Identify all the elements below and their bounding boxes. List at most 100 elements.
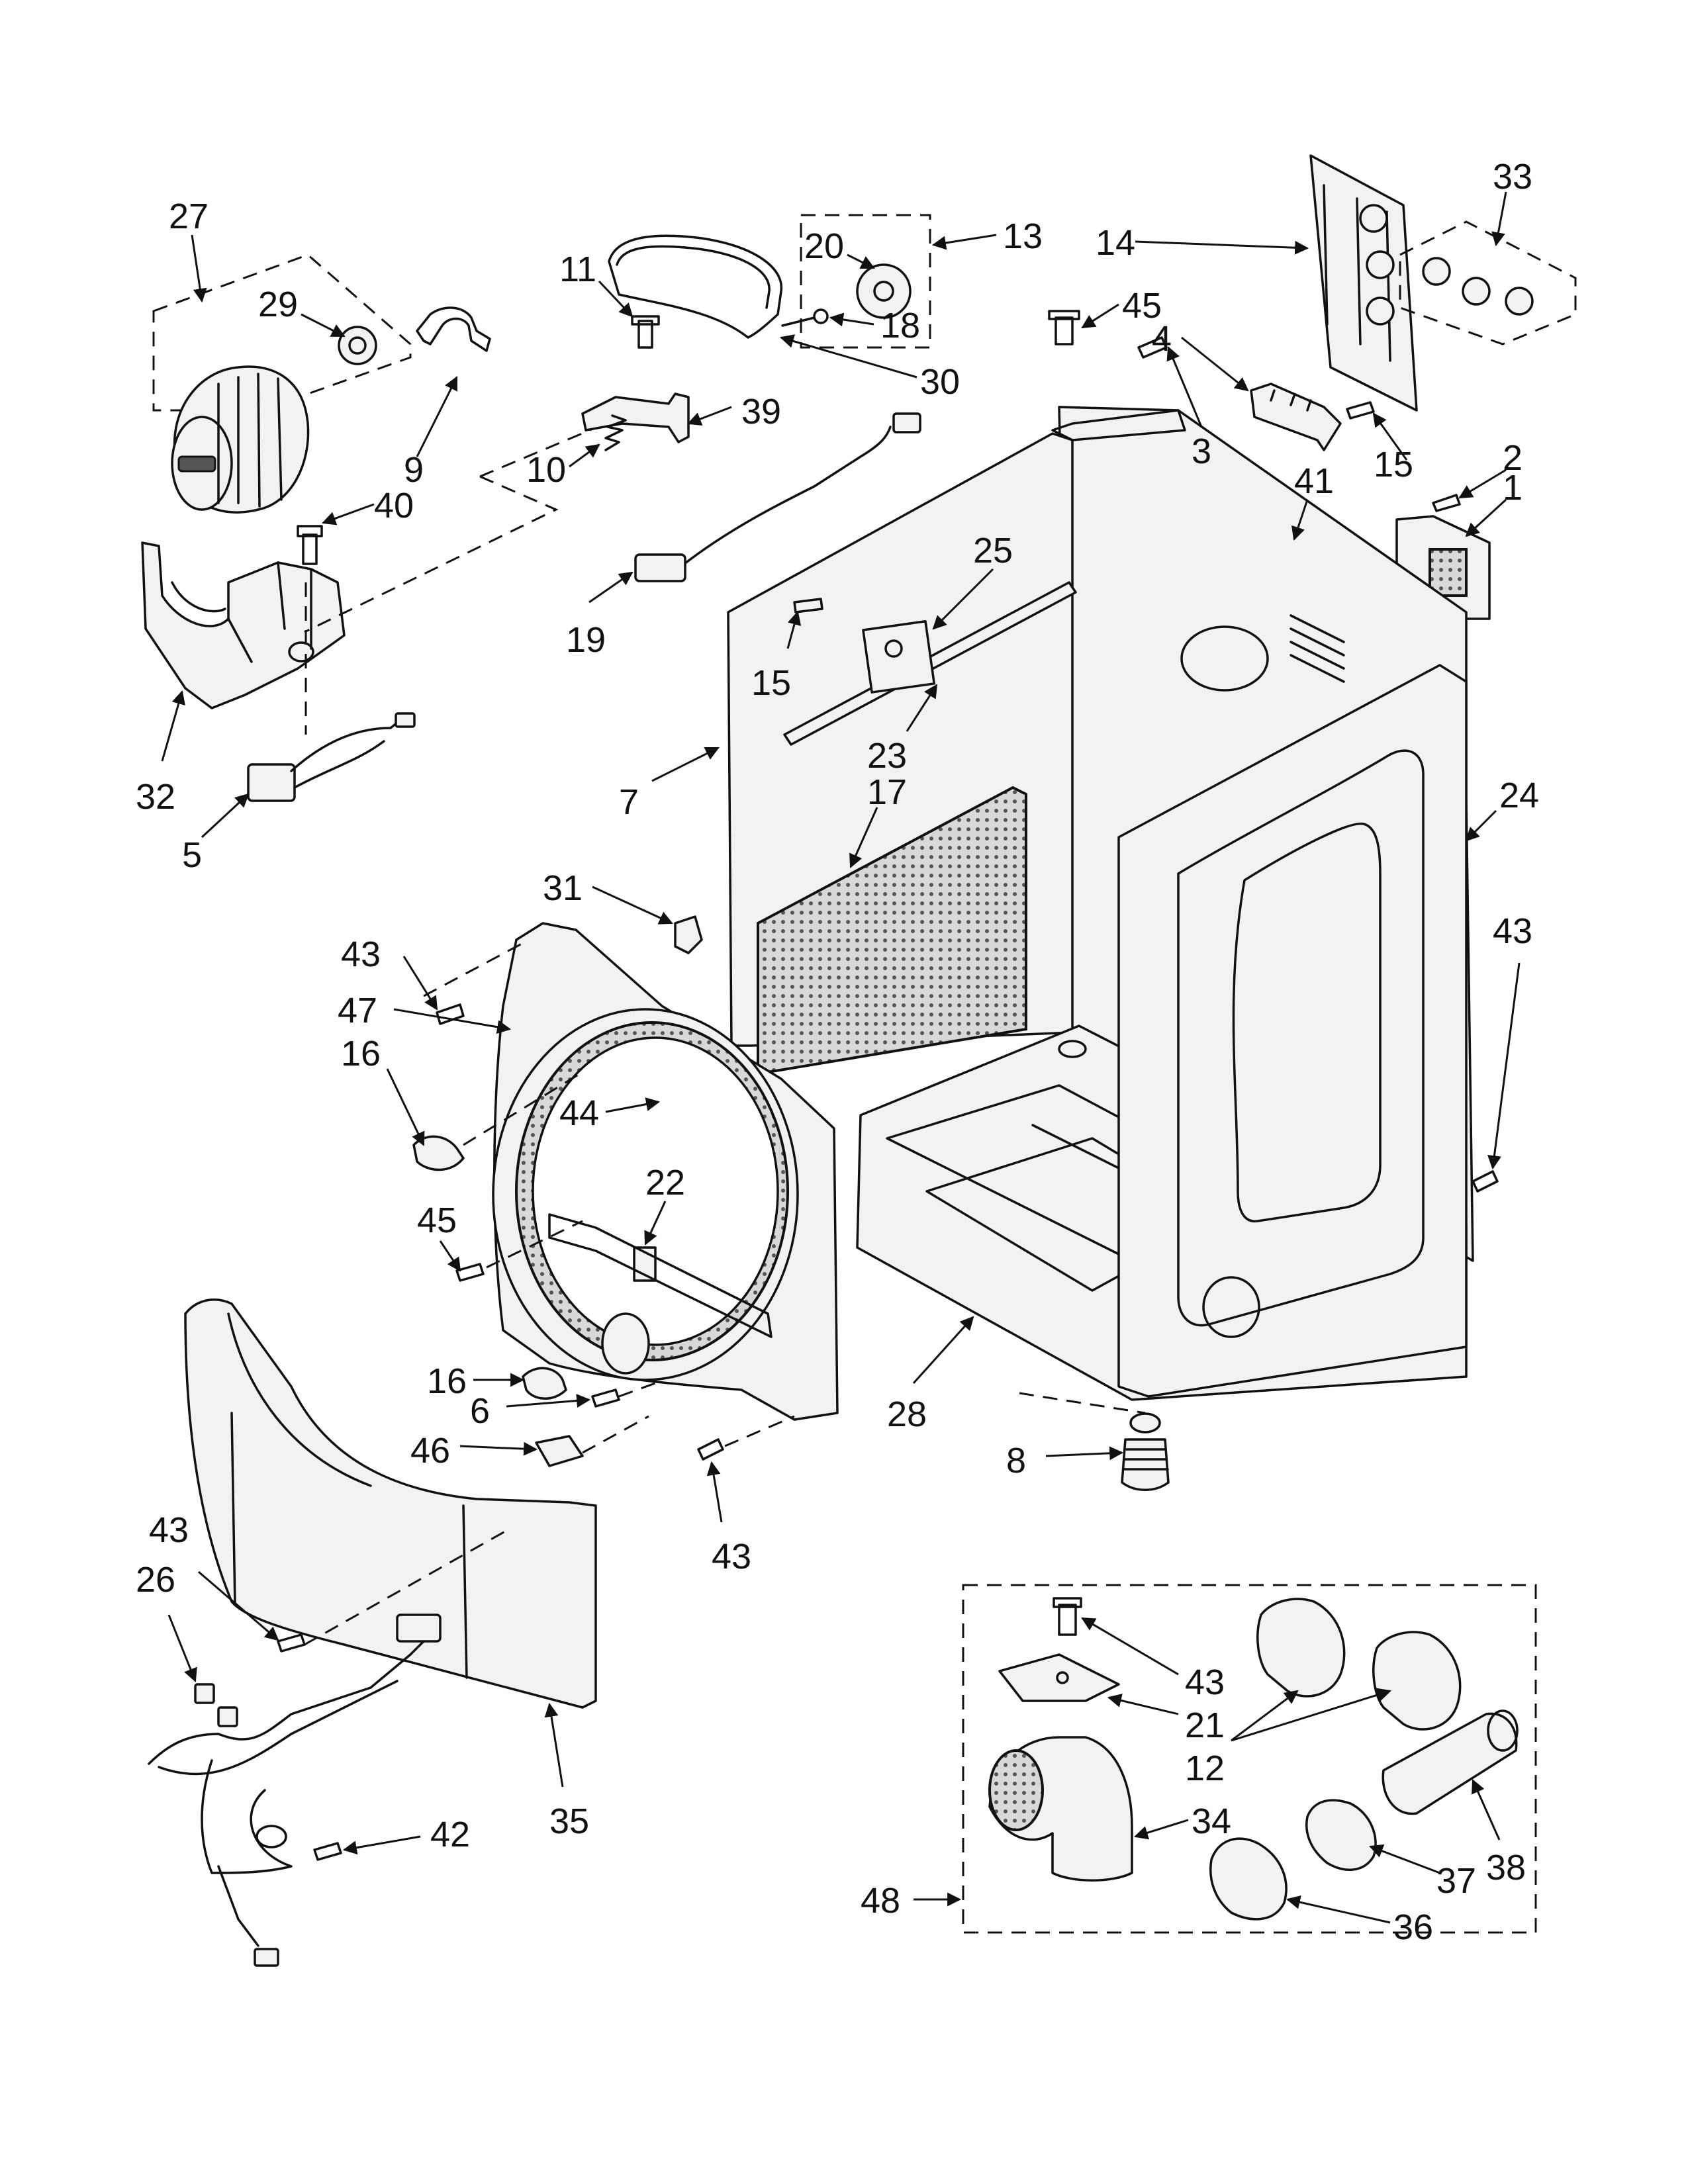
knob-kit-dashed-outline — [1399, 220, 1577, 345]
front-panel-bottom-screw — [591, 1388, 620, 1408]
callout-43e: 43 — [1185, 1662, 1225, 1702]
callout-20: 20 — [804, 226, 844, 266]
leader-10 — [569, 443, 600, 468]
rear-cover-screw — [1432, 494, 1461, 512]
leader-16a — [386, 1068, 425, 1146]
leader-24 — [1465, 809, 1497, 842]
lint-duct-clip — [674, 915, 703, 954]
callout-42: 42 — [430, 1815, 470, 1854]
callout-46: 46 — [410, 1431, 450, 1471]
top-bracket — [1250, 383, 1342, 451]
leader-12a — [1231, 1690, 1299, 1742]
motor-mount-bolt — [297, 525, 323, 565]
exhaust-clamp — [1209, 1837, 1288, 1921]
front-panel-group — [412, 922, 1146, 1467]
cabinet-rear-vent-slots — [1289, 614, 1345, 683]
wiring-harness-group — [148, 1614, 442, 1967]
callout-30: 30 — [920, 362, 960, 402]
motor-to-idler-dashed-line — [304, 422, 606, 633]
leader-45a — [1081, 303, 1119, 329]
callout-43c: 43 — [712, 1537, 751, 1576]
callout-45a: 45 — [1122, 286, 1162, 326]
front-panel-lower-bar — [548, 1213, 773, 1338]
front-panel-door-opening — [532, 1036, 779, 1346]
idler-washer — [813, 308, 829, 324]
callout-28: 28 — [887, 1394, 927, 1434]
leader-18 — [829, 312, 874, 327]
leader-37 — [1369, 1844, 1440, 1874]
exhaust-kit-group — [962, 1584, 1537, 1934]
leader-23 — [906, 684, 938, 732]
toe-panel — [184, 1298, 597, 1709]
knob-insert-2 — [1462, 277, 1491, 306]
exhaust-hood-1 — [1256, 1598, 1346, 1698]
callout-41: 41 — [1294, 461, 1334, 501]
callout-8: 8 — [1006, 1441, 1026, 1480]
motor-switch-group — [247, 712, 416, 802]
callout-labels: 27 29 9 40 32 5 11 10 39 30 20 18 13 19 … — [136, 157, 1539, 1947]
front-panel-clip-1 — [412, 1135, 465, 1171]
leader-45b — [439, 1240, 461, 1272]
drive-motor-fins — [217, 373, 283, 508]
right-side-screw — [1472, 1170, 1499, 1193]
leader-8 — [1045, 1446, 1124, 1461]
leveling-leg-top — [1129, 1412, 1161, 1433]
callout-40: 40 — [374, 486, 414, 525]
callout-24: 24 — [1499, 776, 1539, 815]
leader-12b — [1231, 1688, 1392, 1742]
callout-4: 4 — [1152, 319, 1172, 359]
idler-pulley-kit-group — [781, 214, 931, 349]
leader-40 — [322, 503, 375, 525]
callout-38: 38 — [1486, 1848, 1526, 1888]
leader-47 — [393, 1008, 512, 1034]
motor-mount-group — [141, 525, 346, 709]
leader-21 — [1107, 1694, 1179, 1715]
leader-43c — [706, 1461, 723, 1523]
leader-15a — [1372, 412, 1408, 461]
drum-glide — [601, 1312, 650, 1375]
motor-kit-group — [152, 253, 491, 514]
leader-36 — [1286, 1895, 1391, 1924]
motor-mount-bracket — [141, 541, 346, 709]
cabinet-rear-duct-opening — [1180, 625, 1269, 692]
cabinet-right-side-emboss-outer — [1177, 749, 1425, 1327]
motor-pulley — [338, 326, 377, 365]
callout-44: 44 — [559, 1093, 599, 1133]
leader-4 — [1181, 336, 1249, 392]
toe-panel-dashed-line — [304, 1527, 510, 1646]
idler-pulley-kit-dashed-outline — [800, 214, 931, 349]
callout-9: 9 — [404, 450, 424, 490]
callout-12: 12 — [1185, 1749, 1225, 1788]
exhaust-coupling — [1305, 1799, 1377, 1871]
exhaust-cover-screw — [1053, 1597, 1082, 1636]
callout-23: 23 — [867, 736, 907, 776]
front-panel-hinge-bracket — [535, 1435, 584, 1467]
callout-43b: 43 — [341, 934, 381, 974]
cabinet-top-rim — [1051, 409, 1186, 441]
leveling-leg — [1121, 1438, 1170, 1491]
exhaust-duct — [1382, 1712, 1518, 1815]
leader-43d — [198, 1570, 279, 1641]
callout-39: 39 — [741, 392, 781, 432]
callout-26: 26 — [136, 1560, 175, 1600]
callout-1: 1 — [1503, 468, 1523, 508]
control-board-connector — [884, 639, 903, 658]
toe-panel-contour — [227, 1312, 468, 1679]
exhaust-cover-plate-hole — [1056, 1671, 1069, 1684]
console-knob-3 — [1366, 296, 1395, 326]
top-bracket-tabs — [1270, 389, 1312, 412]
callout-37: 37 — [1436, 1861, 1476, 1901]
front-panel-dashed-lines — [423, 942, 1146, 1454]
harness-ground-screw — [313, 1842, 342, 1861]
motor-switch-connector — [395, 712, 416, 728]
exhaust-cover-plate — [998, 1653, 1120, 1702]
leader-42 — [342, 1835, 421, 1855]
wiring-harness-connector-bottom — [254, 1948, 279, 1967]
cabinet-base-hole — [1058, 1040, 1087, 1058]
wiring-harness-connector-mid — [217, 1706, 238, 1727]
callout-6: 6 — [470, 1391, 490, 1431]
callout-13: 13 — [1003, 216, 1043, 256]
control-board — [862, 620, 935, 694]
idler-pulley — [856, 263, 912, 319]
drive-belt — [608, 234, 783, 339]
